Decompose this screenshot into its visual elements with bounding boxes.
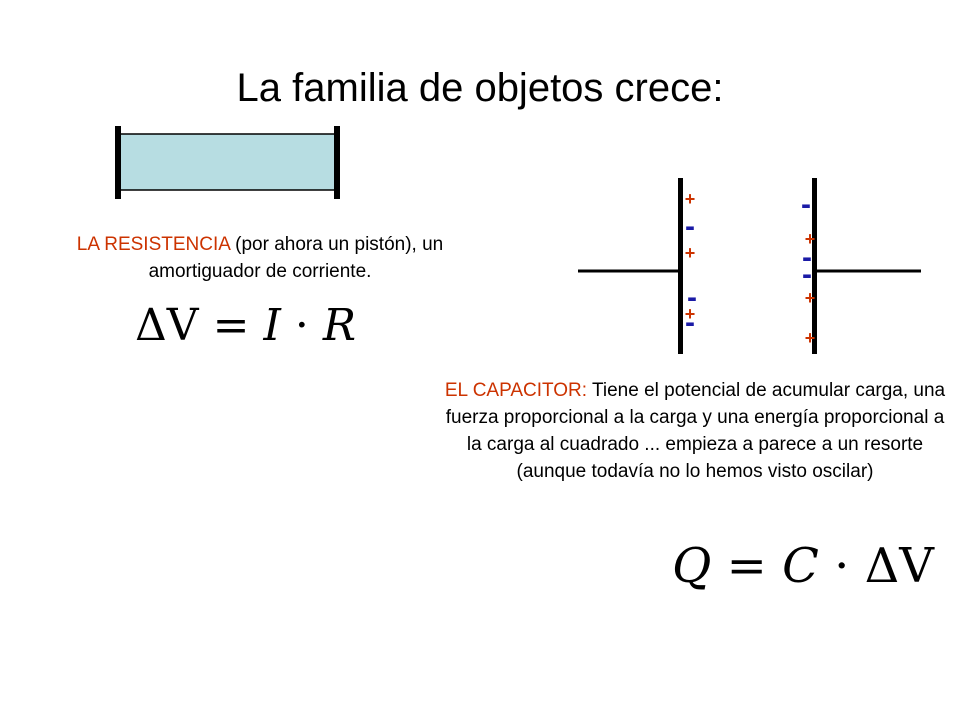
plus-charge: + [804,229,816,249]
piston-right-plate [334,126,340,199]
piston-left-plate [115,126,121,199]
plus-charge: + [684,243,696,263]
minus-charge: - [685,210,695,243]
plus-charge: + [684,304,696,324]
resistor-description: LA RESISTENCIA (por ahora un pistón), un… [20,231,500,285]
eq-term1: C [782,538,819,594]
eq-term2: ΔV [864,538,934,594]
capacitor-left-plate [678,178,683,354]
resistor-label-rest: (por ahora un pistón), un amortiguador d… [148,234,444,282]
eq-equals: = [726,538,767,594]
minus-charge: - [802,258,812,291]
eq-term2: R [322,300,356,351]
capacitor-equation: Q = C · ΔV [672,538,934,594]
eq-term1: I [263,300,281,351]
resistor-piston-diagram [115,126,340,199]
eq-dot: · [294,300,309,351]
minus-charge: - [802,241,812,274]
minus-charge: - [685,306,695,339]
plus-charge: + [684,189,696,209]
plus-charge: + [804,328,816,348]
capacitor-label-highlight: EL CAPACITOR: [444,380,588,401]
ohm-law-equation: ΔV = I · R [135,300,356,351]
capacitor-diagram [578,178,921,354]
eq-lhs: ΔV [135,300,199,351]
capacitor-right-plate [812,178,817,354]
slide-title: La familia de objetos crece: [236,66,724,110]
eq-dot: · [834,538,850,594]
eq-equals: = [212,300,250,351]
eq-lhs: Q [672,538,712,594]
capacitor-description: EL CAPACITOR: Tiene el potencial de acum… [440,377,950,485]
minus-charge: - [687,281,697,314]
capacitor-label-rest: Tiene el potencial de acumular carga, un… [445,380,946,482]
resistor-label-highlight: LA RESISTENCIA [76,234,230,255]
piston-body [117,133,337,191]
plus-charge: + [804,288,816,308]
minus-charge: - [801,188,811,221]
